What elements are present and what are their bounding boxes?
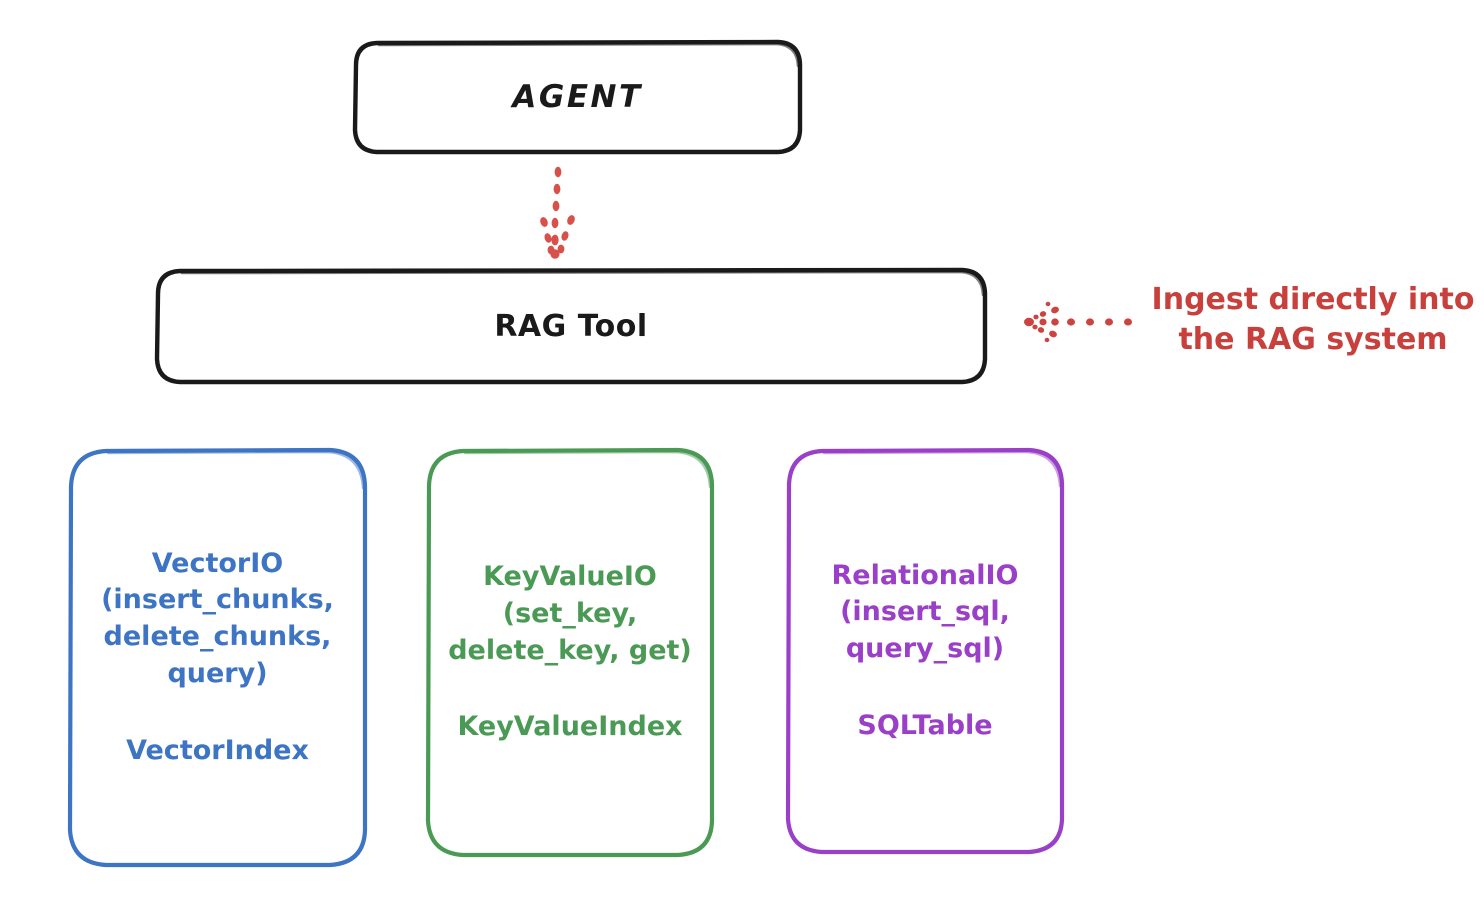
keyvalue-store-label-group: KeyValueIO (set_key, delete_key, get) Ke… — [428, 450, 712, 855]
keyvalue-store-box-shape[interactable] — [425, 447, 715, 858]
vector-store-box-shape[interactable] — [67, 447, 368, 868]
keyvalue-store-index-label: KeyValueIndex — [457, 711, 683, 743]
relational-store-label-group: RelationalIO (insert_sql, query_sql) SQL… — [788, 450, 1062, 852]
keyvalue-store-api-label: KeyValueIO (set_key, delete_key, get) — [448, 561, 692, 666]
rag-tool-box-sketch-overlay — [180, 270, 985, 297]
vector-store-box-sketch-overlay — [106, 450, 365, 490]
relational-store-index-label: SQLTable — [857, 709, 993, 741]
relational-store-box-sketch-overlay — [822, 450, 1062, 488]
agent-node-label: AGENT — [512, 79, 643, 115]
agent-to-rag-tool-arrow — [540, 166, 575, 259]
relational-store-box-shape[interactable] — [785, 447, 1065, 855]
agent-box-shape[interactable] — [352, 39, 803, 155]
keyvalue-store-box-sketch-overlay — [463, 450, 712, 489]
ingest-annotation-text: Ingest directly into the RAG system — [1151, 282, 1475, 357]
vector-store-index-label: VectorIndex — [126, 734, 309, 766]
relational-store-api-label: RelationalIO (insert_sql, query_sql) — [831, 559, 1019, 664]
rag-tool-box-shape[interactable] — [154, 267, 988, 385]
agent-box-sketch-overlay — [377, 42, 800, 68]
ingest-annotation-arrow — [1024, 301, 1132, 343]
rag-tool-node-label: RAG Tool — [494, 308, 648, 344]
vector-store-label-group: VectorIO (insert_chunks, delete_chunks, … — [70, 450, 365, 865]
vector-store-api-label: VectorIO (insert_chunks, delete_chunks, … — [101, 547, 334, 689]
